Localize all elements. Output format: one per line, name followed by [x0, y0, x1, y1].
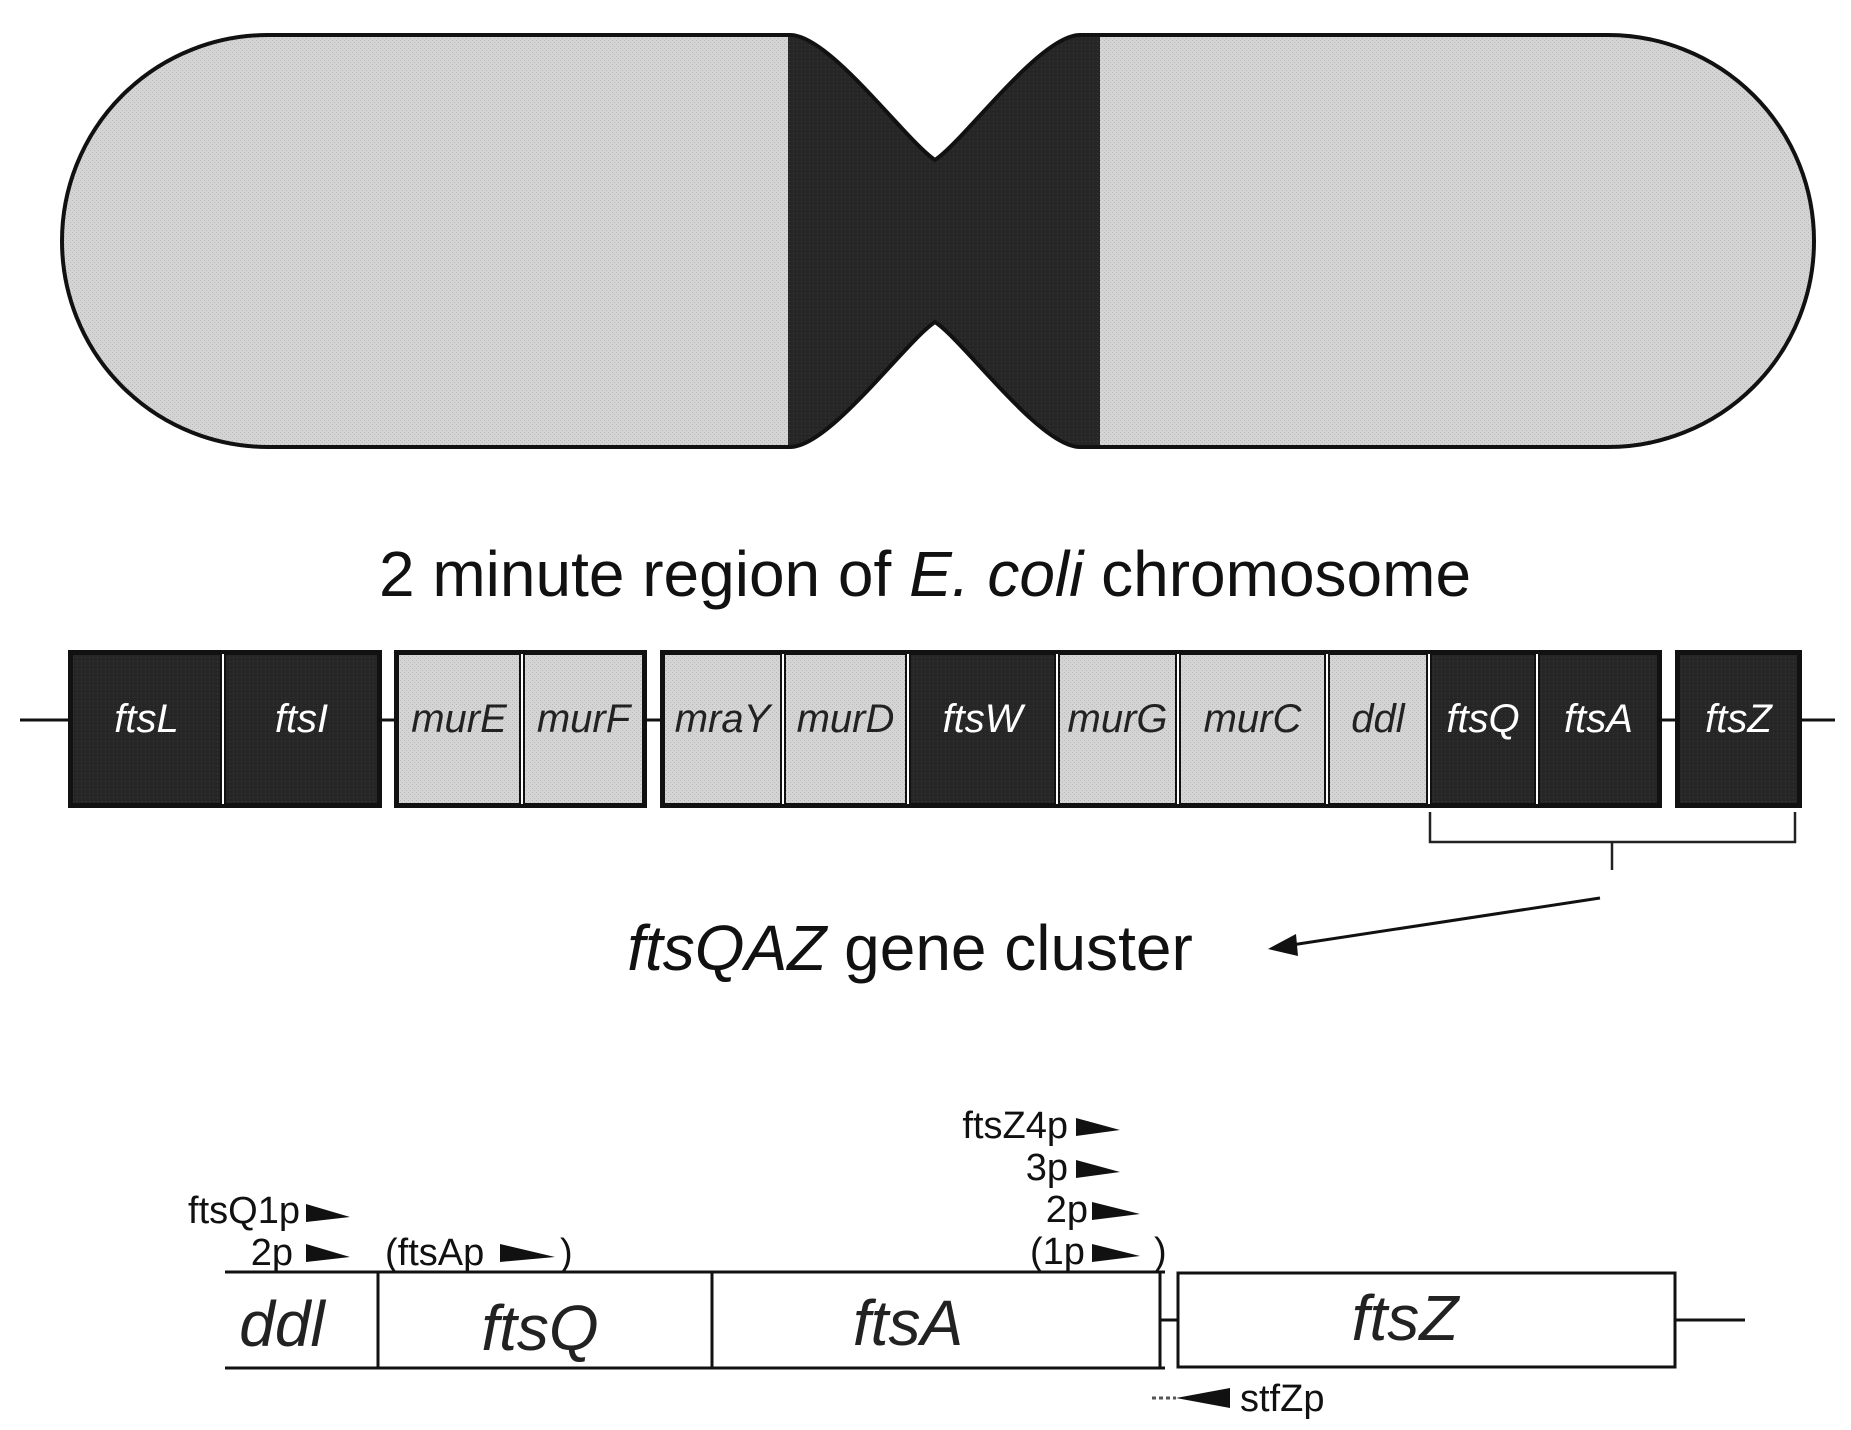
region-gene-box-murF	[523, 653, 644, 805]
cluster-label-name: ftsQAZ	[627, 912, 828, 984]
promoter-stfZp-arrow	[1176, 1388, 1230, 1408]
region-gene-box-murD	[784, 653, 907, 805]
chromosome-outline	[60, 33, 1816, 449]
promoter-ftsQ1p-label: ftsQ1p	[188, 1190, 300, 1232]
cluster-detail: ddl ftsQ ftsA ftsZ	[225, 1270, 1745, 1370]
region-gene-label-ddl: ddl	[1351, 697, 1405, 741]
region-gene-label-mraY: mraY	[675, 697, 774, 741]
promoters: ftsQ1p 2p (ftsAp ) ftsZ4p 3p 2p (1p ) st…	[188, 1105, 1324, 1420]
promoter-ftsZ1p-arrow	[1092, 1244, 1140, 1262]
promoter-ftsZ4p-arrow	[1076, 1118, 1120, 1136]
promoter-ftsZ2p-arrow	[1092, 1202, 1140, 1220]
region-gene-box-murC	[1179, 653, 1326, 805]
region-gene-box-murG	[1058, 653, 1177, 805]
promoter-ftsAp-label: (ftsAp	[385, 1232, 484, 1274]
region-gene-label-murF: murF	[537, 697, 633, 741]
region-gene-box-mraY	[663, 653, 782, 805]
chromosome-dark-region	[788, 35, 1100, 447]
promoter-ftsZ1p-close: )	[1154, 1231, 1167, 1273]
region-gene-label-murE: murE	[411, 697, 508, 741]
region-gene-label-ftsZ: ftsZ	[1705, 697, 1773, 741]
region-gene-box-ddl	[1328, 653, 1428, 805]
cluster-arrow	[1284, 896, 1601, 948]
promoter-ftsQ1p-arrow	[306, 1204, 350, 1222]
region-gene-box-ftsZ	[1678, 653, 1799, 805]
cluster-gene-ftsA: ftsA	[853, 1287, 963, 1359]
region-gene-label-murG: murG	[1068, 697, 1168, 741]
region-gene-label-murD: murD	[797, 697, 895, 741]
promoter-ftsQ2p-label: 2p	[251, 1232, 293, 1274]
region-gene-label-ftsI: ftsI	[275, 697, 328, 741]
region-gene-box-ftsL	[71, 653, 222, 805]
cluster-brace	[1428, 812, 1797, 870]
promoter-ftsAp-close: )	[560, 1232, 573, 1274]
region-gene-label-ftsA: ftsA	[1564, 697, 1633, 741]
chromosome-illustration	[60, 33, 1816, 449]
cluster-gene-ftsQ: ftsQ	[481, 1292, 598, 1364]
cluster-label-rest: gene cluster	[826, 912, 1192, 984]
promoter-ftsZ3p-arrow	[1076, 1160, 1120, 1178]
promoter-ftsZ2p-label: 2p	[1046, 1189, 1088, 1231]
promoter-ftsQ2p-arrow	[306, 1244, 350, 1262]
region-gene-box-ftsA	[1538, 653, 1659, 805]
ftsZ-box	[1176, 1271, 1677, 1369]
region-title: 2 minute region of E. coli chromosome	[379, 538, 1471, 610]
region-gene-label-ftsL: ftsL	[114, 697, 178, 741]
region-gene-box-murE	[397, 653, 521, 805]
cluster-gene-ddl: ddl	[239, 1288, 326, 1360]
cluster-label: ftsQAZ gene cluster	[627, 912, 1193, 984]
region-title-prefix: 2 minute region of	[379, 538, 909, 610]
region-gene-box-ftsW	[909, 653, 1056, 805]
cluster-arrow-head	[1268, 934, 1298, 956]
promoter-ftsZ1p-label: (1p	[1030, 1231, 1085, 1273]
cluster-gene-ftsZ: ftsZ	[1352, 1282, 1461, 1354]
region-gene-label-ftsQ: ftsQ	[1446, 697, 1519, 741]
promoter-ftsZ4p-label: ftsZ4p	[962, 1105, 1068, 1147]
region-title-organism: E. coli	[909, 538, 1085, 610]
promoter-ftsZ3p-label: 3p	[1026, 1147, 1068, 1189]
region-gene-box-ftsI	[224, 653, 379, 805]
region-gene-label-murC: murC	[1204, 697, 1303, 741]
region-title-suffix: chromosome	[1083, 538, 1471, 610]
promoter-stfZp-label: stfZp	[1240, 1378, 1324, 1420]
region-gene-label-ftsW: ftsW	[943, 697, 1026, 741]
region-gene-box-ftsQ	[1430, 653, 1536, 805]
promoter-ftsAp-arrow	[500, 1244, 555, 1262]
